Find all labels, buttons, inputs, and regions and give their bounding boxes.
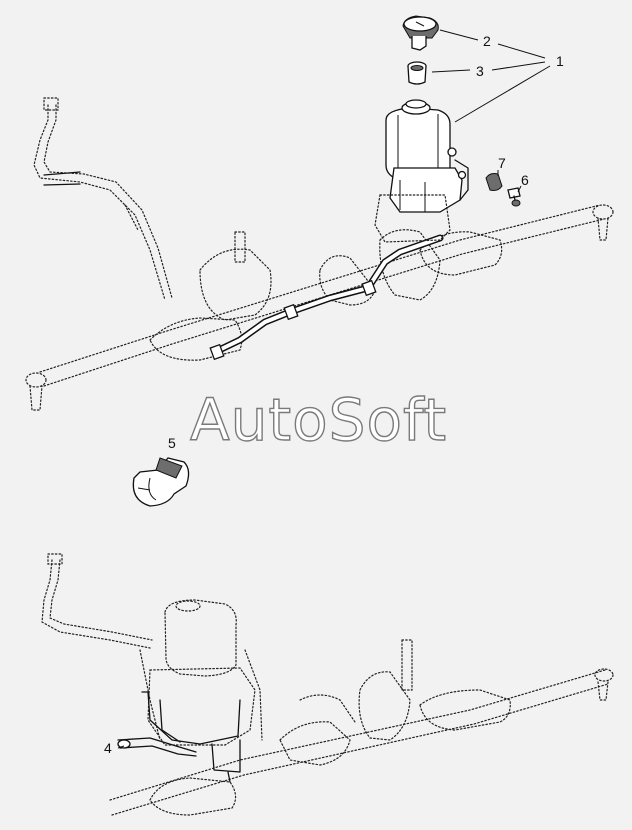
mounting-bolt <box>507 187 521 207</box>
reservoir-filter <box>407 61 427 85</box>
callout-1: 1 <box>556 53 564 69</box>
reservoir-cap <box>402 15 439 51</box>
callout-4: 4 <box>104 740 112 756</box>
callout-7: 7 <box>498 155 506 171</box>
pump-reservoir-unit <box>374 99 469 243</box>
callout-3: 3 <box>476 63 484 79</box>
pressure-hose-upper <box>209 234 444 361</box>
harness-left-lower <box>41 553 153 649</box>
mounting-bracket <box>117 691 241 783</box>
lower-assembly <box>41 553 614 816</box>
pump-unit-lower <box>139 599 356 746</box>
watermark-text: AutoSoft <box>190 386 447 454</box>
callout-5: 5 <box>168 435 176 451</box>
harness-left-upper <box>33 97 173 301</box>
callout-6: 6 <box>521 172 529 188</box>
callout-leaders <box>117 29 551 749</box>
steering-rack-lower <box>109 639 614 816</box>
tie-rod-end-right-upper <box>592 204 614 241</box>
rubber-bush <box>485 173 503 191</box>
upper-assembly <box>25 15 614 411</box>
hose-clamp <box>132 457 190 507</box>
steering-rack-upper <box>39 204 605 387</box>
tie-rod-end-left-upper <box>25 372 47 411</box>
callout-2: 2 <box>483 33 491 49</box>
